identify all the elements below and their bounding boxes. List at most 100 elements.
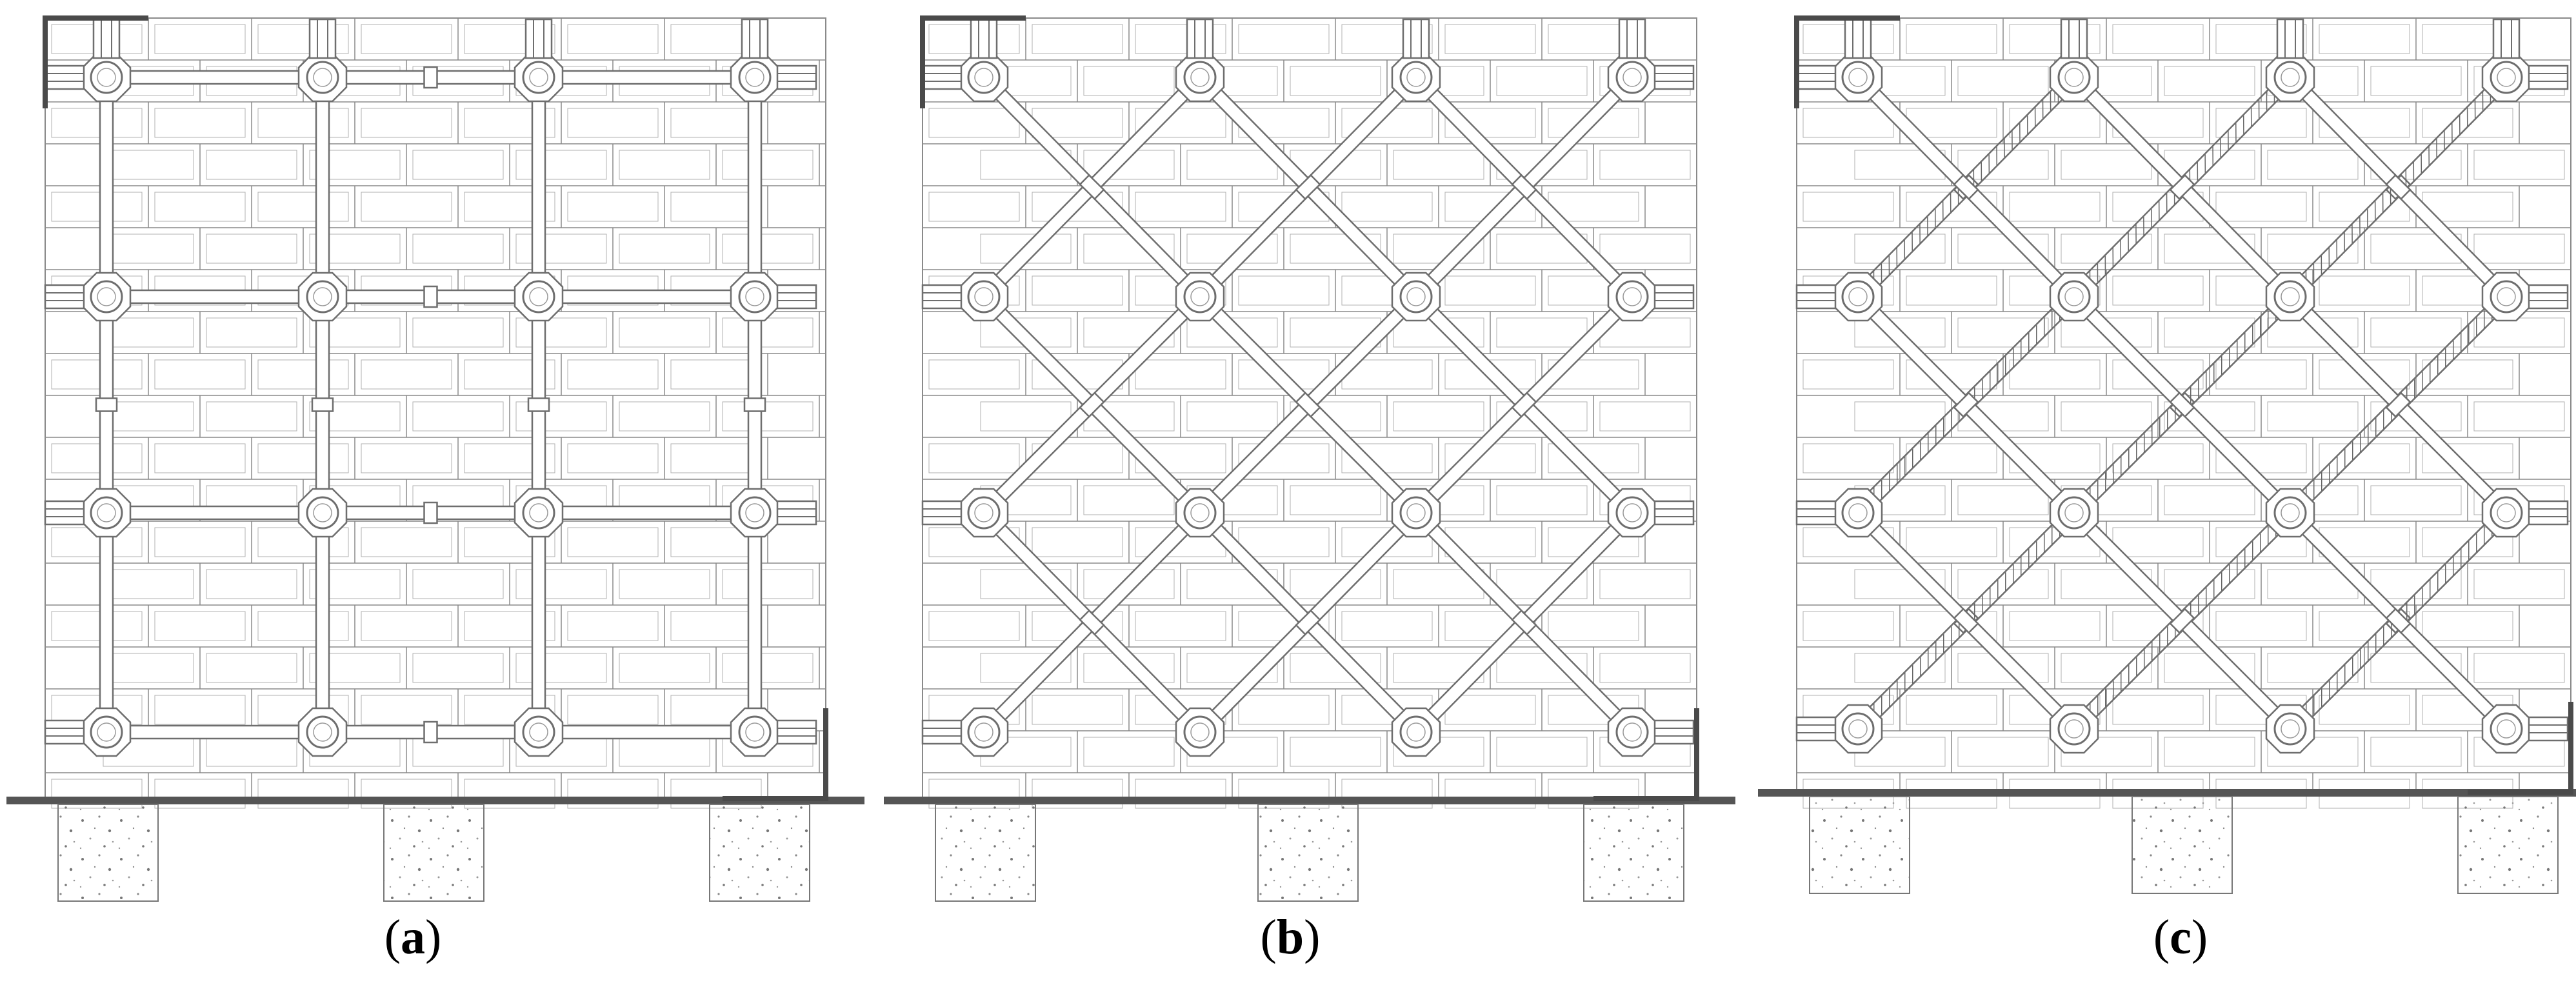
bracket-plate (1844, 18, 1872, 59)
brick (619, 150, 710, 180)
edge-bracket (2528, 500, 2569, 526)
caption-c-open: ( (2153, 910, 2170, 964)
brick (2061, 653, 2152, 683)
anchor-bolt-inner (2064, 287, 2084, 306)
brick (2319, 695, 2410, 725)
brick (309, 569, 401, 599)
brick (1906, 695, 1997, 725)
corner-angle-top-left (1794, 15, 1900, 108)
brick (1496, 737, 1588, 767)
brick (1444, 359, 1536, 390)
anchor-bolt (306, 715, 339, 749)
brick (1290, 737, 1381, 767)
concrete-pad (1809, 796, 1910, 894)
brick (1135, 192, 1226, 222)
brick (1599, 569, 1691, 599)
brick (2061, 317, 2152, 348)
brick (1957, 485, 2049, 515)
ground-beam (6, 797, 864, 804)
anchor-node (730, 707, 780, 757)
edge-bracket (1618, 18, 1646, 59)
anchor-bolt (1615, 715, 1649, 749)
anchor-bolt (1615, 280, 1649, 313)
brick (722, 401, 814, 432)
brick (1906, 275, 1997, 306)
anchor-node (1175, 488, 1225, 538)
brick (154, 527, 246, 557)
brick (464, 24, 555, 54)
anchor-bolt (1399, 496, 1433, 530)
brick (1032, 24, 1123, 54)
strip-coupler (1295, 609, 1321, 636)
brick (1135, 108, 1226, 138)
brick (257, 108, 349, 138)
bracket-plate (921, 500, 963, 526)
brick (309, 317, 401, 348)
anchor-bolt (90, 61, 123, 94)
brick (154, 108, 246, 138)
strip-coupler (2385, 174, 2411, 201)
brick (1032, 275, 1123, 306)
brick (2473, 150, 2565, 180)
anchor-bolt (1615, 61, 1649, 94)
caption-a: (a) (284, 910, 542, 966)
brick (361, 108, 452, 138)
brick (567, 24, 659, 54)
bracket-plate (2528, 716, 2569, 742)
anchor-bolt-inner (1406, 503, 1426, 522)
brick (567, 779, 659, 809)
anchor-node (297, 488, 348, 538)
anchor-bolt-inner (529, 722, 548, 742)
anchor-bolt (1399, 280, 1433, 313)
anchor-bolt-inner (313, 503, 332, 522)
brick (1444, 695, 1536, 725)
corner-angle-bottom-right (723, 708, 828, 801)
brick (928, 359, 1020, 390)
brick (257, 779, 349, 809)
bracket-plate (2528, 500, 2569, 526)
brick (103, 234, 194, 264)
anchor-bolt-inner (1190, 503, 1210, 522)
brick (51, 359, 143, 390)
brick (1083, 485, 1175, 515)
brick (2164, 485, 2255, 515)
anchor-bolt-inner (2281, 503, 2300, 522)
anchor-node (1833, 52, 1883, 103)
edge-bracket (1795, 65, 1837, 90)
bracket-plate (44, 65, 85, 90)
concrete-pad (2132, 796, 2233, 894)
anchor-nodes-a (44, 18, 817, 757)
edge-bracket (921, 65, 963, 90)
edge-bracket (92, 18, 121, 59)
brick (464, 779, 555, 809)
brick (515, 569, 607, 599)
brick (1802, 443, 1894, 473)
brick (1957, 66, 2049, 96)
anchor-bolt (2273, 496, 2307, 530)
anchor-node (1607, 488, 1657, 538)
anchor-bolt-inner (1622, 68, 1642, 87)
anchor-node (81, 272, 132, 322)
anchor-bolt-inner (529, 503, 548, 522)
brick (1802, 192, 1894, 222)
edge-bracket (1795, 284, 1837, 310)
anchor-bolt (2273, 712, 2307, 746)
brick (1906, 527, 1997, 557)
concrete-pad (1257, 804, 1359, 902)
edge-bracket (776, 284, 817, 310)
brick (1341, 779, 1433, 809)
brick (1290, 485, 1381, 515)
brick (1238, 695, 1330, 725)
anchor-bolt-inner (97, 287, 116, 306)
brick (1802, 359, 1894, 390)
brick (567, 695, 659, 725)
brick (1854, 569, 1946, 599)
brick (2061, 401, 2152, 432)
brick (412, 653, 504, 683)
bracket-plate (1795, 716, 1837, 742)
strip-coupler (1295, 392, 1321, 418)
reinforcement-b (978, 72, 1638, 738)
brick (2319, 108, 2410, 138)
brick-wall-a (45, 17, 826, 809)
edge-bracket (2060, 18, 2088, 59)
